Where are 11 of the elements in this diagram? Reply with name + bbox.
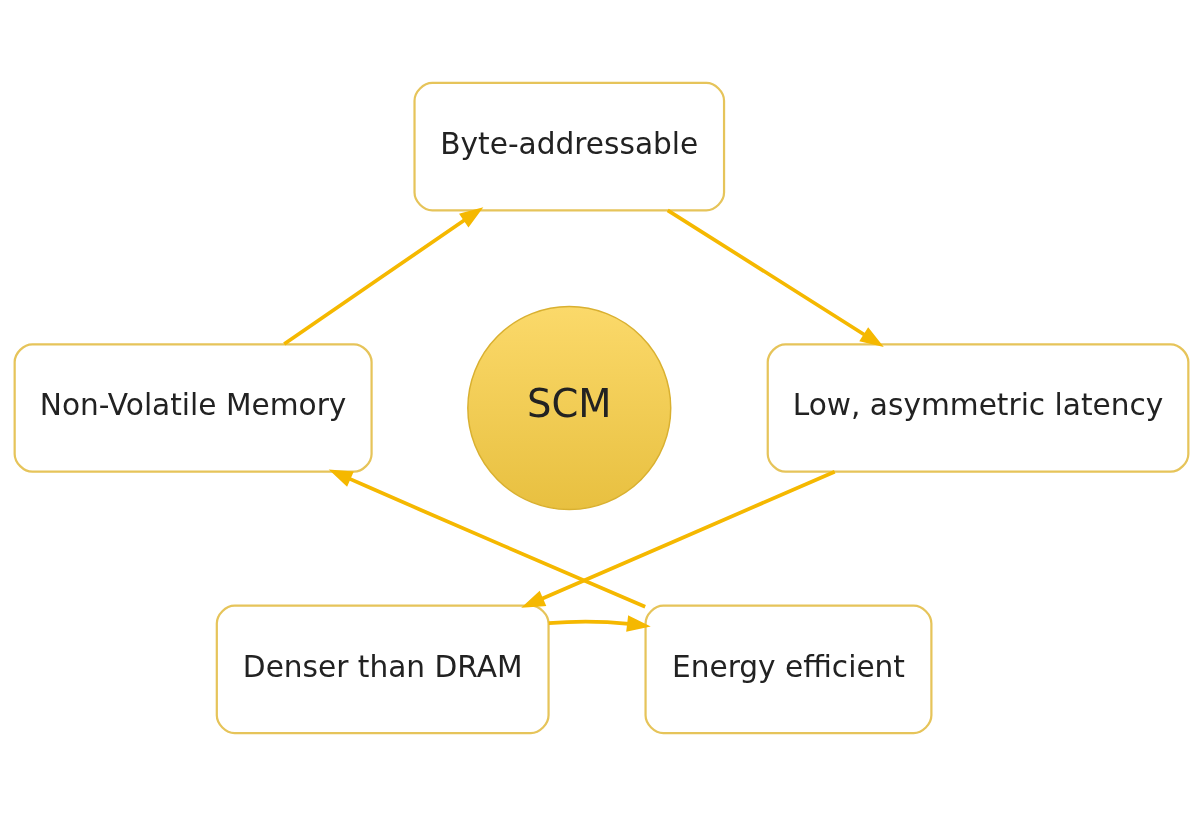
arrow: [328, 469, 646, 608]
arrow: [283, 206, 484, 345]
node-box: Low, asymmetric latency: [766, 342, 1190, 473]
node-circle: SCM: [467, 305, 672, 510]
node-box: Denser than DRAM: [215, 604, 550, 734]
arrow: [666, 208, 884, 347]
arrow: [521, 469, 836, 608]
node-box: Non-Volatile Memory: [13, 342, 373, 473]
node-box: Energy efficient: [644, 604, 933, 734]
node-box: Byte-addressable: [413, 81, 726, 211]
arrow: [548, 614, 651, 632]
